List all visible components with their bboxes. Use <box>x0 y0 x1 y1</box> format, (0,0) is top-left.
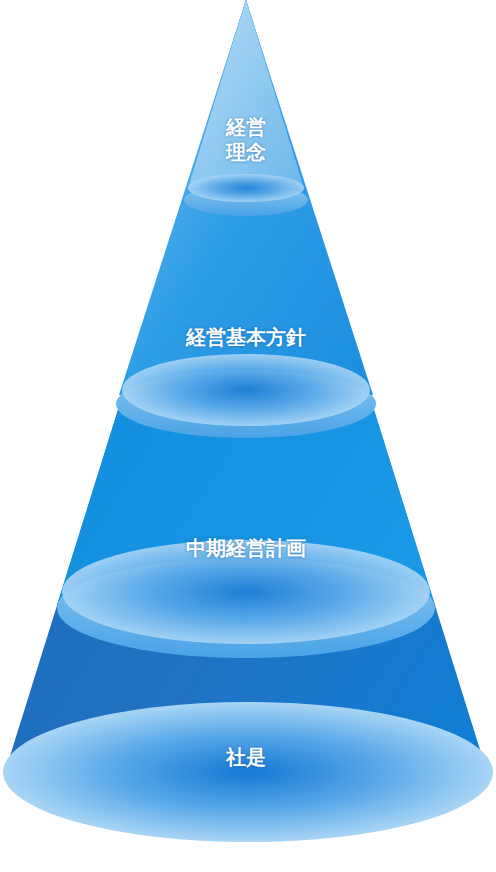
band-title: 社是 <box>226 745 266 770</box>
cone-band-label: 経営 理念 <box>220 115 272 165</box>
band-title: 中期経営計画 <box>186 536 306 561</box>
band-disk <box>122 354 370 426</box>
cone-band-label: 社是 <box>226 745 266 770</box>
band-title: 経営 理念 <box>220 115 272 165</box>
cone-band-label: 中期経営計画 <box>186 536 306 561</box>
cone-band <box>119 0 373 395</box>
base-disk <box>3 702 493 842</box>
cone-band <box>188 0 304 188</box>
band-title: 経営基本方針 <box>186 325 306 350</box>
cone-band-label: 経営基本方針 <box>186 325 306 350</box>
cone-band <box>5 0 487 772</box>
band-disk <box>188 174 304 202</box>
cone-band <box>57 0 435 605</box>
